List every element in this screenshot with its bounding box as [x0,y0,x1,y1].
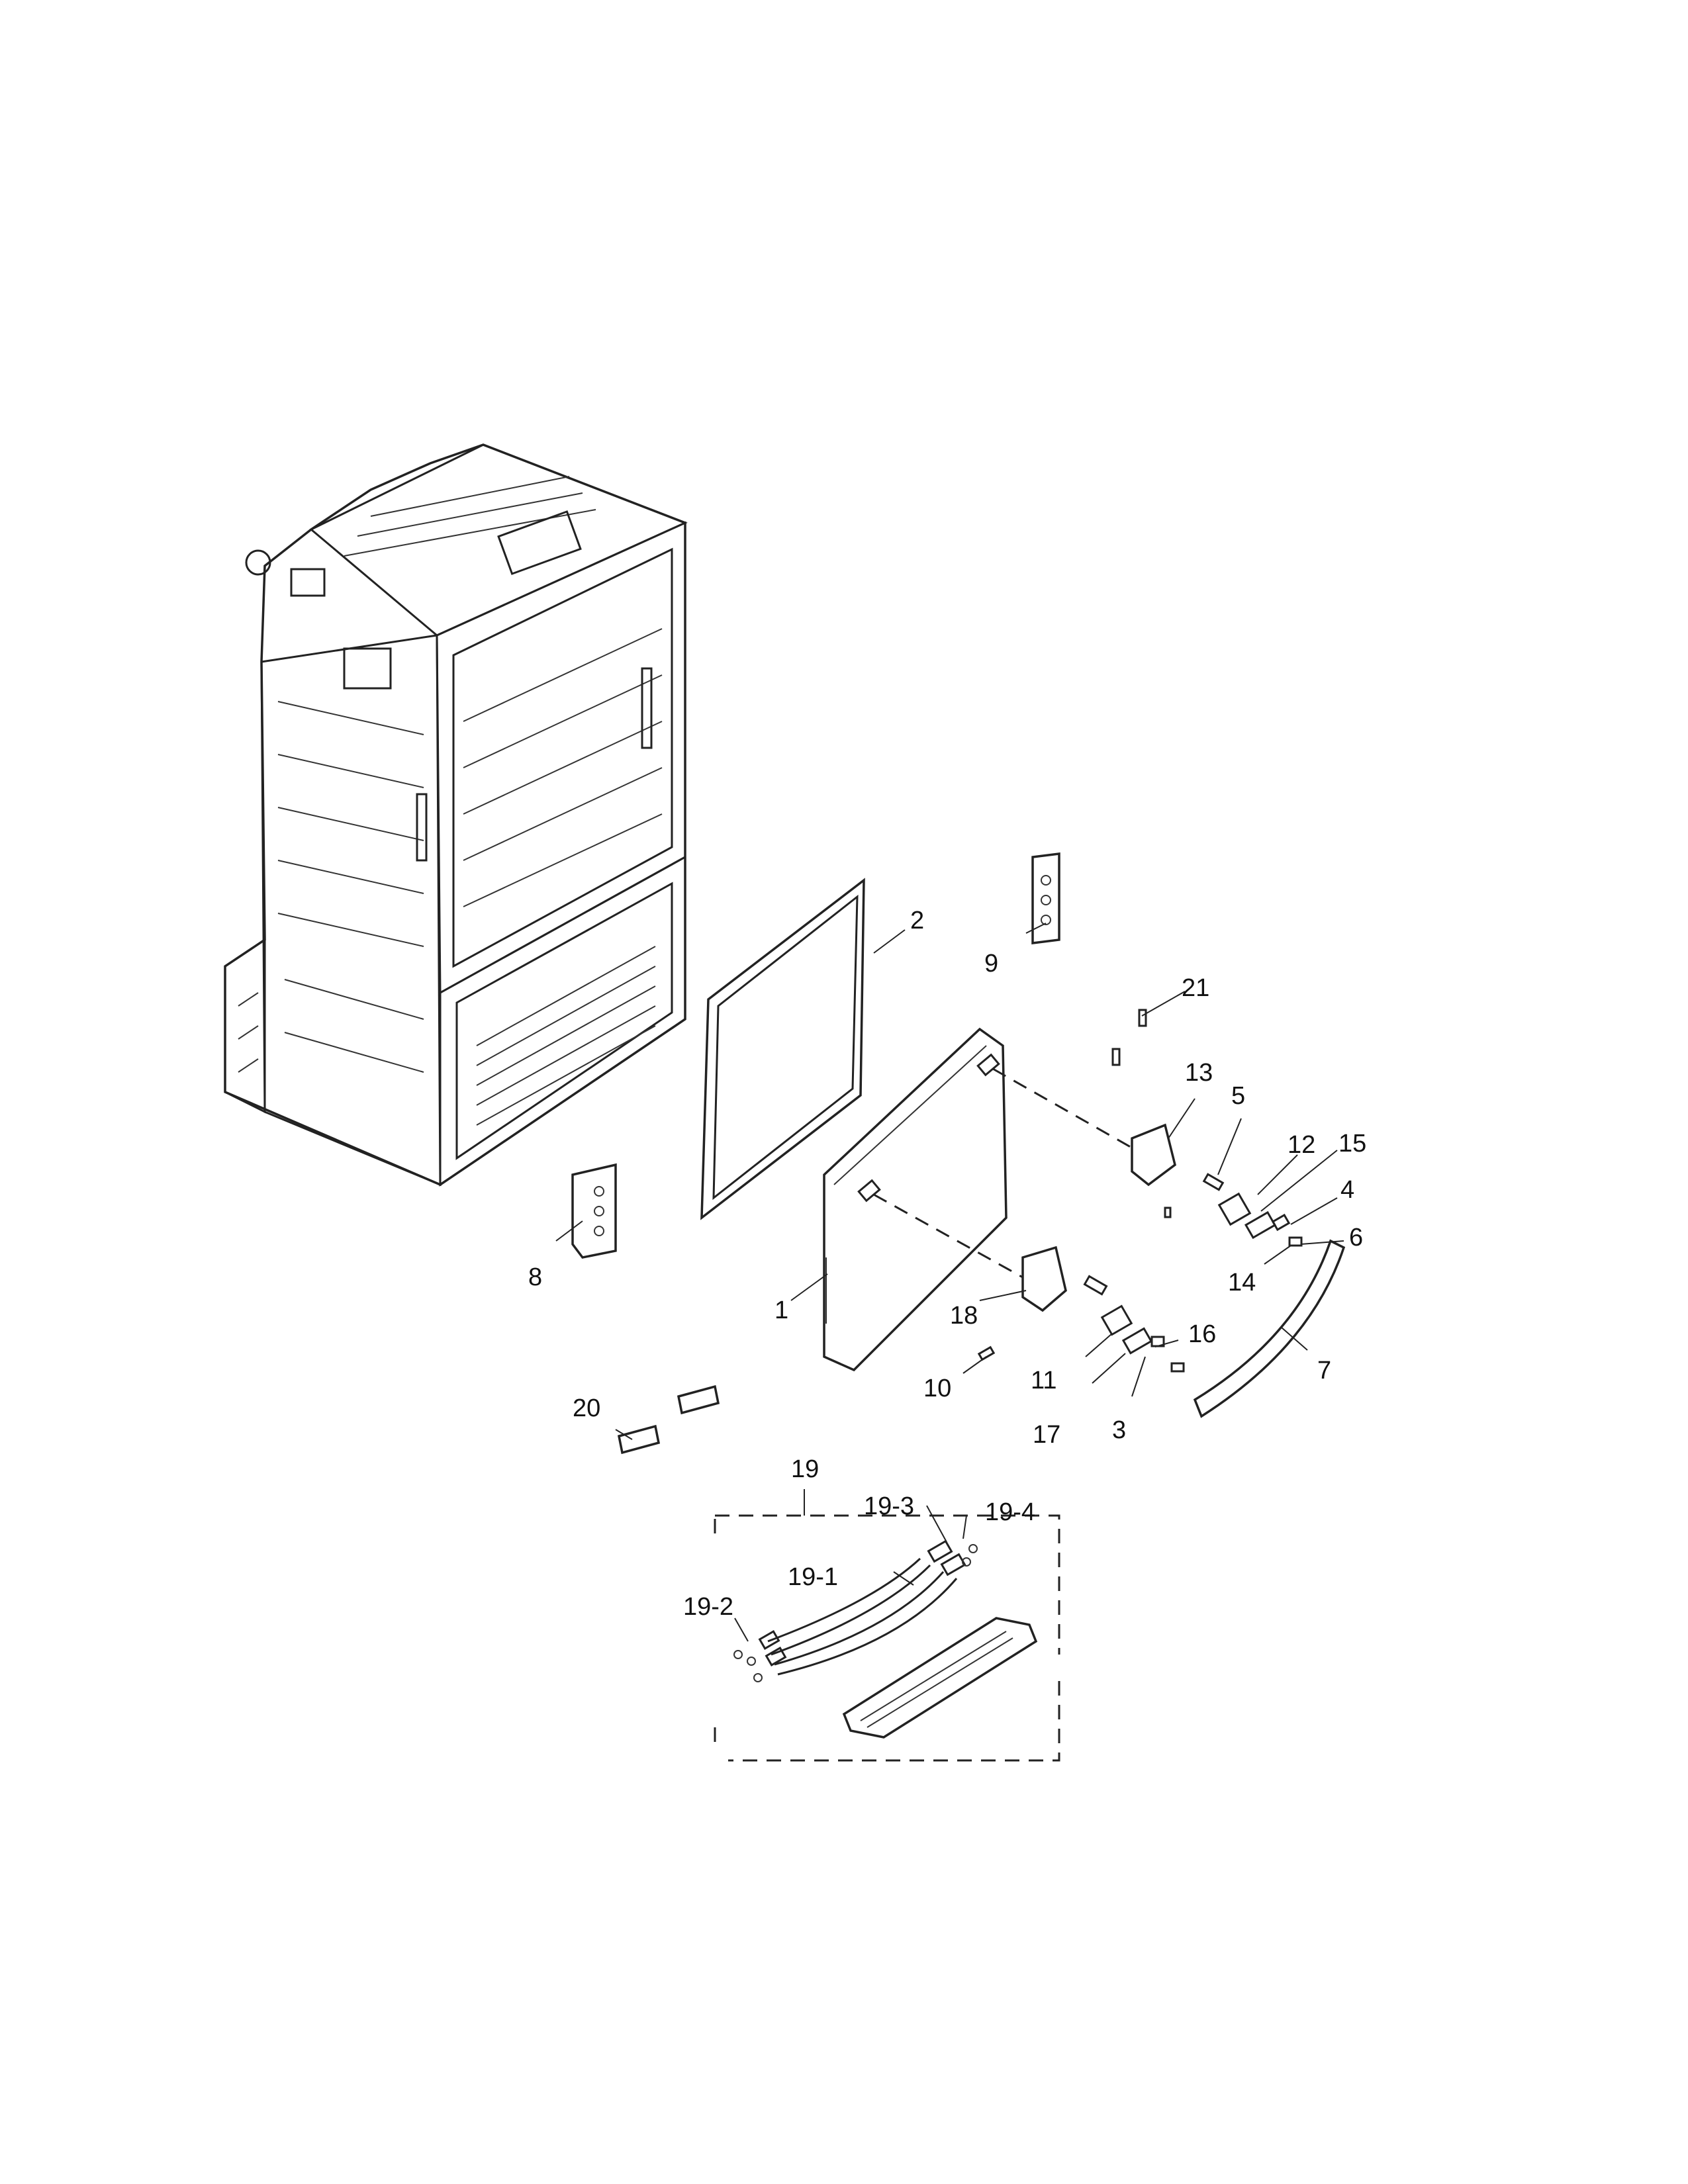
lower-hinge [1021,1246,1067,1312]
dashed-alignment-line-upper [992,1068,1139,1153]
callout-5: 5 [1231,1082,1245,1110]
callout-2: 2 [910,907,924,934]
callout-19-4: 19-4 [985,1498,1035,1526]
freezer-door [823,1027,1008,1372]
leader-lines [555,923,1344,1642]
plates [617,1385,720,1455]
callout-19: 19 [791,1455,819,1483]
callout-4: 4 [1340,1176,1354,1204]
dashed-alignment-line-lower [873,1193,1023,1279]
refrigerator-cabinet [224,443,688,1187]
callout-16: 16 [1188,1320,1216,1348]
callout-17: 17 [1033,1421,1060,1449]
callout-18: 18 [950,1302,978,1330]
rail-bracket-left [571,1163,617,1259]
callout-6: 6 [1349,1224,1363,1251]
basket-rails [733,1539,978,1682]
callout-12: 12 [1288,1131,1315,1159]
basket-slide-tray [842,1617,1038,1739]
callout-9: 9 [984,950,998,978]
callout-7: 7 [1317,1357,1331,1385]
callout-10: 10 [923,1375,951,1402]
callout-14: 14 [1228,1269,1256,1297]
door-gasket [700,878,865,1220]
door-handle [1193,1239,1346,1418]
callout-1: 1 [774,1297,788,1324]
callout-15: 15 [1338,1130,1366,1158]
basket-assembly-box [714,1489,1060,1762]
callout-19-3: 19-3 [864,1492,914,1520]
callout-3: 3 [1112,1416,1126,1444]
small-parts [977,1009,1303,1373]
callout-20: 20 [573,1394,600,1422]
callout-19-2: 19-2 [683,1593,733,1621]
callout-8: 8 [528,1263,542,1291]
callout-19-1: 19-1 [788,1563,838,1591]
rail-bracket-right [1031,852,1060,944]
callout-13: 13 [1185,1059,1213,1087]
callout-11: 11 [1031,1367,1056,1394]
upper-hinge [1131,1123,1176,1187]
callout-21: 21 [1182,974,1209,1002]
